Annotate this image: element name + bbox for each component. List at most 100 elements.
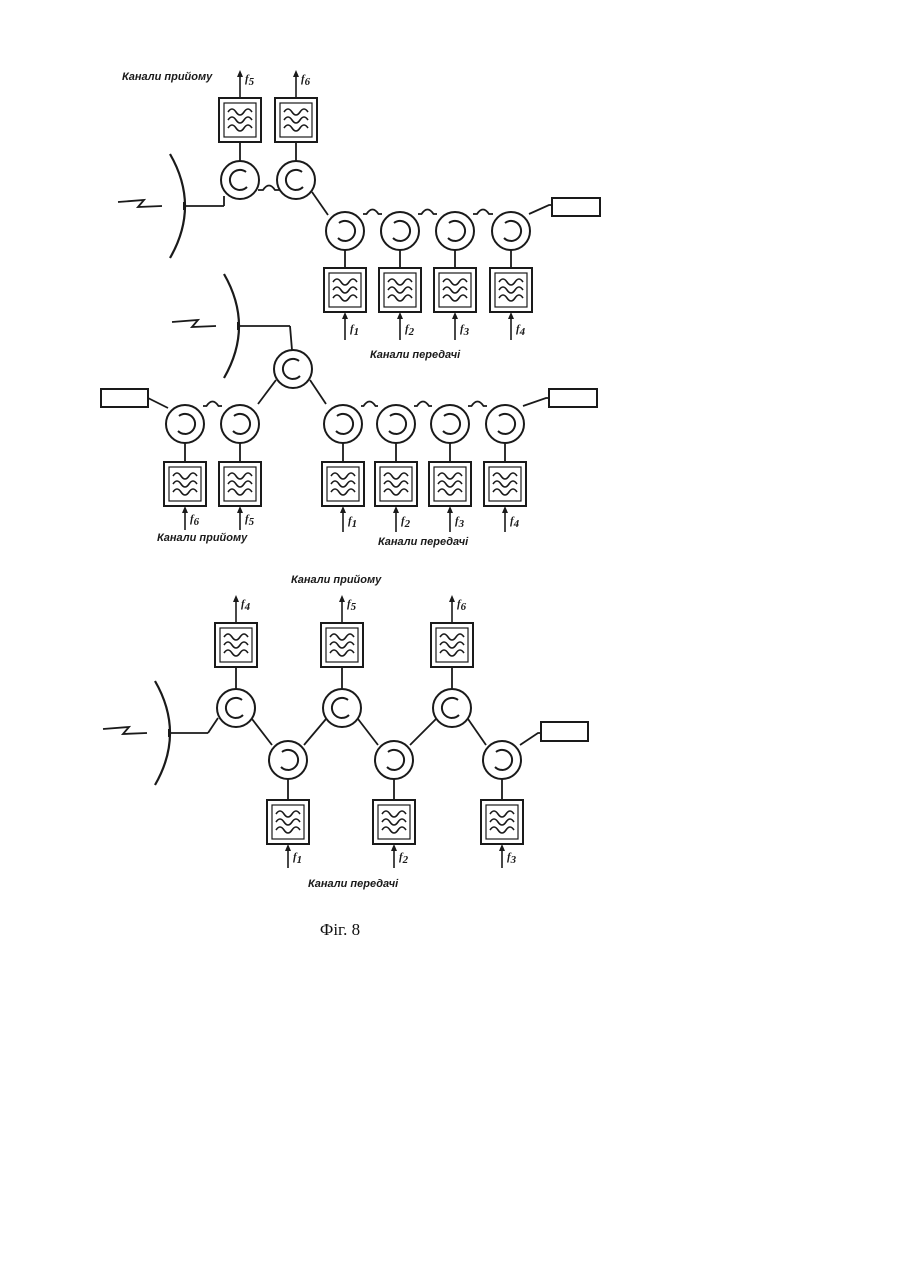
arrow-head (342, 312, 348, 319)
d3-tx-3-arrow-icon (499, 844, 505, 868)
d2-rx-2-arrow-icon (237, 506, 243, 530)
filter-box (324, 268, 366, 312)
circulator-body (377, 405, 415, 443)
d2-tx-2-circulator (377, 405, 415, 443)
filter-box (321, 623, 363, 667)
d2-matched-load-right (549, 389, 597, 407)
dish-icon (224, 274, 239, 378)
filter-box (431, 623, 473, 667)
circulator-body (274, 350, 312, 388)
d2-tx-label: Канали передачі (378, 536, 469, 548)
circulator-body (483, 741, 521, 779)
wire (520, 733, 541, 745)
d2-tx-2-freq: f2 (401, 515, 411, 530)
d1-rx-2-arrow-icon (293, 70, 299, 98)
wire (529, 205, 552, 214)
circulator-body (221, 161, 259, 199)
d1-tx-2-freq: f2 (405, 323, 415, 338)
arrow-head (447, 506, 453, 513)
d1-tx-1-arrow-icon (342, 312, 348, 340)
d2-tx-3-arrow-icon (447, 506, 453, 532)
d2-tx-4-circulator (486, 405, 524, 443)
d2-hub-circulator (274, 350, 312, 388)
signal-icon (118, 200, 162, 207)
wire (523, 398, 549, 406)
d1-rx-1-circulator (221, 161, 259, 199)
d1-rx-1-filter (219, 98, 261, 142)
d3-rx-2-arrow-icon (339, 595, 345, 623)
d1-tx-label: Канали передачі (370, 349, 461, 361)
circulator-body (486, 405, 524, 443)
d3-tx-3-freq: f3 (507, 851, 517, 866)
d3-tx-3-filter (481, 800, 523, 844)
d2-tx-2-arrow-icon (393, 506, 399, 532)
d2-tx-4-freq: f4 (510, 515, 520, 530)
d1-tx-1-freq: f1 (350, 323, 359, 338)
circulator-body (326, 212, 364, 250)
dish-icon (155, 681, 170, 785)
wire (310, 380, 326, 404)
circulator-body (166, 405, 204, 443)
d1-tx-3-filter (434, 268, 476, 312)
arrow-head (237, 506, 243, 513)
d1-wire-tx (363, 210, 382, 215)
filter-box (481, 800, 523, 844)
d2-tx-4-arrow-icon (502, 506, 508, 532)
filter-box (490, 268, 532, 312)
d3-rx-3-filter (431, 623, 473, 667)
signal-icon (172, 320, 216, 327)
wire (410, 719, 436, 745)
wire (304, 719, 326, 745)
d1-tx-3-arrow-icon (452, 312, 458, 340)
wire (290, 326, 292, 350)
arrow-head (508, 312, 514, 319)
arrow-head (293, 70, 299, 77)
d1-tx-1-filter (324, 268, 366, 312)
d2-wire-tx (361, 402, 378, 407)
arrow-head (397, 312, 403, 319)
d3-rx-label: Канали прийому (291, 574, 382, 586)
d2-rx-1-freq: f6 (190, 513, 200, 528)
arrow-head (285, 844, 291, 851)
d1-rx-2-freq: f6 (301, 73, 311, 88)
d3-rx-1-circulator (217, 689, 255, 727)
arrow-head (233, 595, 239, 602)
d3-tx-1-circulator (269, 741, 307, 779)
d3-tx-label: Канали передачі (308, 878, 399, 890)
filter-box (275, 98, 317, 142)
filter-box (434, 268, 476, 312)
filter-box (429, 462, 471, 506)
arrow-head (340, 506, 346, 513)
d3-tx-2-freq: f2 (399, 851, 409, 866)
d2-rx-2-filter (219, 462, 261, 506)
d3-rx-3-circulator (433, 689, 471, 727)
d2-rx-2-freq: f5 (245, 513, 255, 528)
d1-tx-3-freq: f3 (460, 323, 470, 338)
arrow-head (339, 595, 345, 602)
d3-matched-load (541, 722, 588, 741)
d3-tx-1-filter (267, 800, 309, 844)
d1-rx-2-circulator (277, 161, 315, 199)
arrow-head (499, 844, 505, 851)
d2-rx-1-circulator (166, 405, 204, 443)
components: f5f6f1f2f3f4f6f5f1f2f3f4f4f5f6f1f2f3 (101, 70, 600, 868)
d1-tx-4-filter (490, 268, 532, 312)
d2-tx-1-freq: f1 (348, 515, 357, 530)
filter-box (484, 462, 526, 506)
filter-box (219, 462, 261, 506)
d1-tx-4-freq: f4 (516, 323, 526, 338)
figure-caption: Фіг. 8 (300, 920, 380, 940)
d1-antenna-icon (118, 154, 224, 258)
filter-box (373, 800, 415, 844)
d1-tx-3-circulator (436, 212, 474, 250)
circulator-body (381, 212, 419, 250)
d2-rx-label: Канали прийому (157, 532, 248, 544)
d3-tx-2-circulator (375, 741, 413, 779)
wire (358, 719, 378, 745)
d3-rx-3-arrow-icon (449, 595, 455, 623)
circulator-body (323, 689, 361, 727)
d3-rx-1-arrow-icon (233, 595, 239, 623)
d1-tx-2-arrow-icon (397, 312, 403, 340)
circulator-body (436, 212, 474, 250)
d3-rx-2-filter (321, 623, 363, 667)
